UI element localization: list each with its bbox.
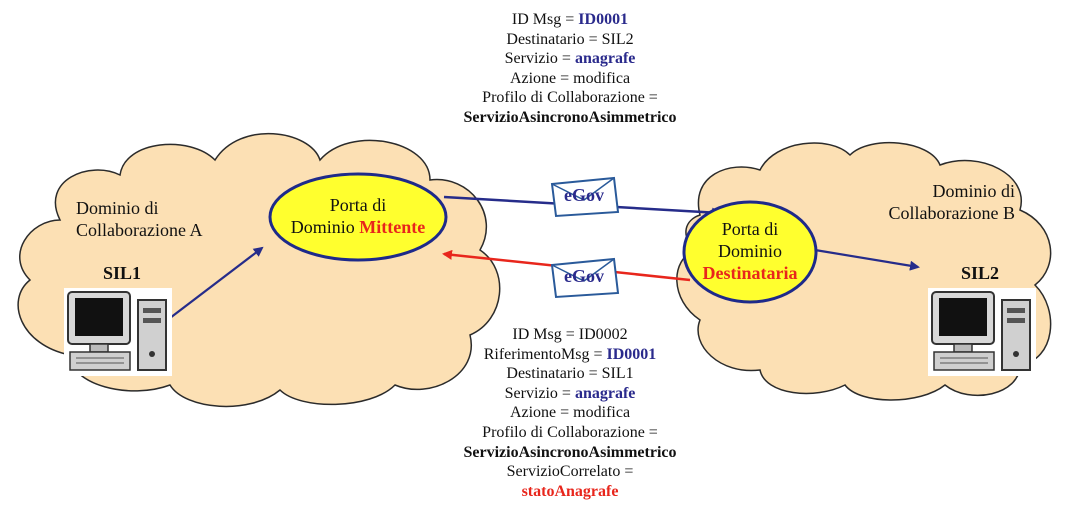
sil2-label: SIL2 [960,263,1000,283]
porta-destinataria-role: Destinataria [702,263,798,283]
request-id-label: ID Msg = [511,11,579,28]
response-id: ID Msg = ID0002 [512,326,628,343]
request-destinatario: Destinatario = SIL2 [506,30,634,48]
sil1-label: SIL1 [102,263,142,283]
porta-destinataria-ellipse [682,200,818,304]
porta-mittente-prefix: Dominio [290,217,360,237]
porta-mittente-label: Porta di Dominio Mittente [278,194,438,238]
request-profilo-label: Profilo di Collaborazione = [482,89,658,107]
response-correlato-value: statoAnagrafe [521,482,619,500]
computer-icon [931,291,1031,371]
domain-a-label: Dominio di Collaborazione A [76,197,202,241]
sil1-computer [64,288,172,376]
request-servizio-value: anagrafe [574,50,636,68]
domain-a-label-line2: Collaborazione A [76,220,203,240]
response-profilo-value: ServizioAsincronoAsimmetrico [463,443,677,461]
envelope-icon [550,176,620,218]
response-correlato-label: ServizioCorrelato = [506,463,634,481]
request-id-value: ID0001 [578,11,629,28]
response-profilo-label: Profilo di Collaborazione = [482,423,658,441]
egov-envelope-request: eGov [548,176,620,218]
porta-mittente-line2: Dominio Mittente [278,216,438,238]
porta-destinataria-line2: Dominio [717,241,782,261]
egov-label-response: eGov [564,266,604,286]
request-servizio-line: Servizio = anagrafe [420,49,720,69]
porta-destinataria-line1: Porta di [721,219,779,239]
porta-mittente-line1: Porta di [329,195,387,215]
egov-label-request: eGov [564,185,604,205]
computer-icon [67,291,167,371]
response-servizio-line: Servizio = anagrafe [420,384,720,404]
domain-b-label-line2: Collaborazione B [888,203,1015,223]
response-servizio-label: Servizio = [504,384,575,402]
domain-a-label-line1: Dominio di [76,198,159,218]
arrow-porta-to-sil2 [814,248,920,271]
egov-envelope-response: eGov [548,257,620,299]
domain-b-label: Dominio di Collaborazione B [855,180,1015,224]
porta-mittente-role: Mittente [359,217,426,237]
envelope-icon [550,257,620,299]
response-destinatario: Destinatario = SIL1 [506,365,634,383]
response-servizio-value: anagrafe [574,384,636,402]
response-azione: Azione = modifica [509,404,631,422]
request-azione: Azione = modifica [509,69,631,87]
response-rif-label: RiferimentoMsg = [483,345,607,363]
response-rif-line: RiferimentoMsg = ID0001 [420,345,720,365]
response-rif-value: ID0001 [606,345,657,363]
message-request-details: ID Msg = ID0001 Destinatario = SIL2 Serv… [420,10,720,128]
porta-destinataria-label: Porta di Dominio Destinataria [684,218,816,284]
request-servizio-label: Servizio = [504,50,575,68]
arrow-sil1-to-porta [169,246,264,319]
sil2-computer [928,288,1036,376]
request-profilo-value: ServizioAsincronoAsimmetrico [463,108,677,126]
request-id-line: ID Msg = ID0001 [420,10,720,30]
message-response-details: ID Msg = ID0002 RiferimentoMsg = ID0001 … [420,325,720,501]
porta-mittente-ellipse [268,172,448,262]
domain-b-label-line1: Dominio di [932,181,1015,201]
